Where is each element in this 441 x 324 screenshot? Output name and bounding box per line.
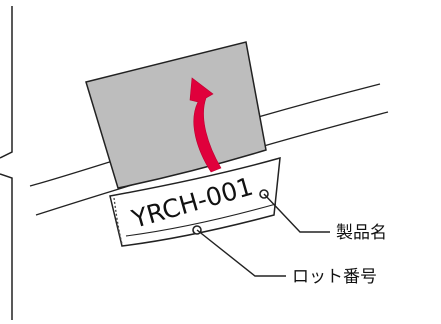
tag-body bbox=[109, 156, 281, 247]
lot-number-leader bbox=[196, 229, 286, 277]
curved-up-arrow-icon bbox=[189, 77, 222, 173]
product-name-leader bbox=[263, 193, 330, 233]
lot-number-label: ロット番号 bbox=[292, 267, 377, 287]
tag-fold-line bbox=[125, 203, 277, 237]
product-name-callout: 製品名 bbox=[259, 189, 387, 243]
peel-flap bbox=[85, 41, 267, 189]
left-edge-lower bbox=[0, 173, 13, 320]
lot-number-callout: ロット番号 bbox=[192, 225, 377, 287]
product-name-label: 製品名 bbox=[336, 223, 387, 243]
left-edge-upper bbox=[0, 6, 13, 159]
